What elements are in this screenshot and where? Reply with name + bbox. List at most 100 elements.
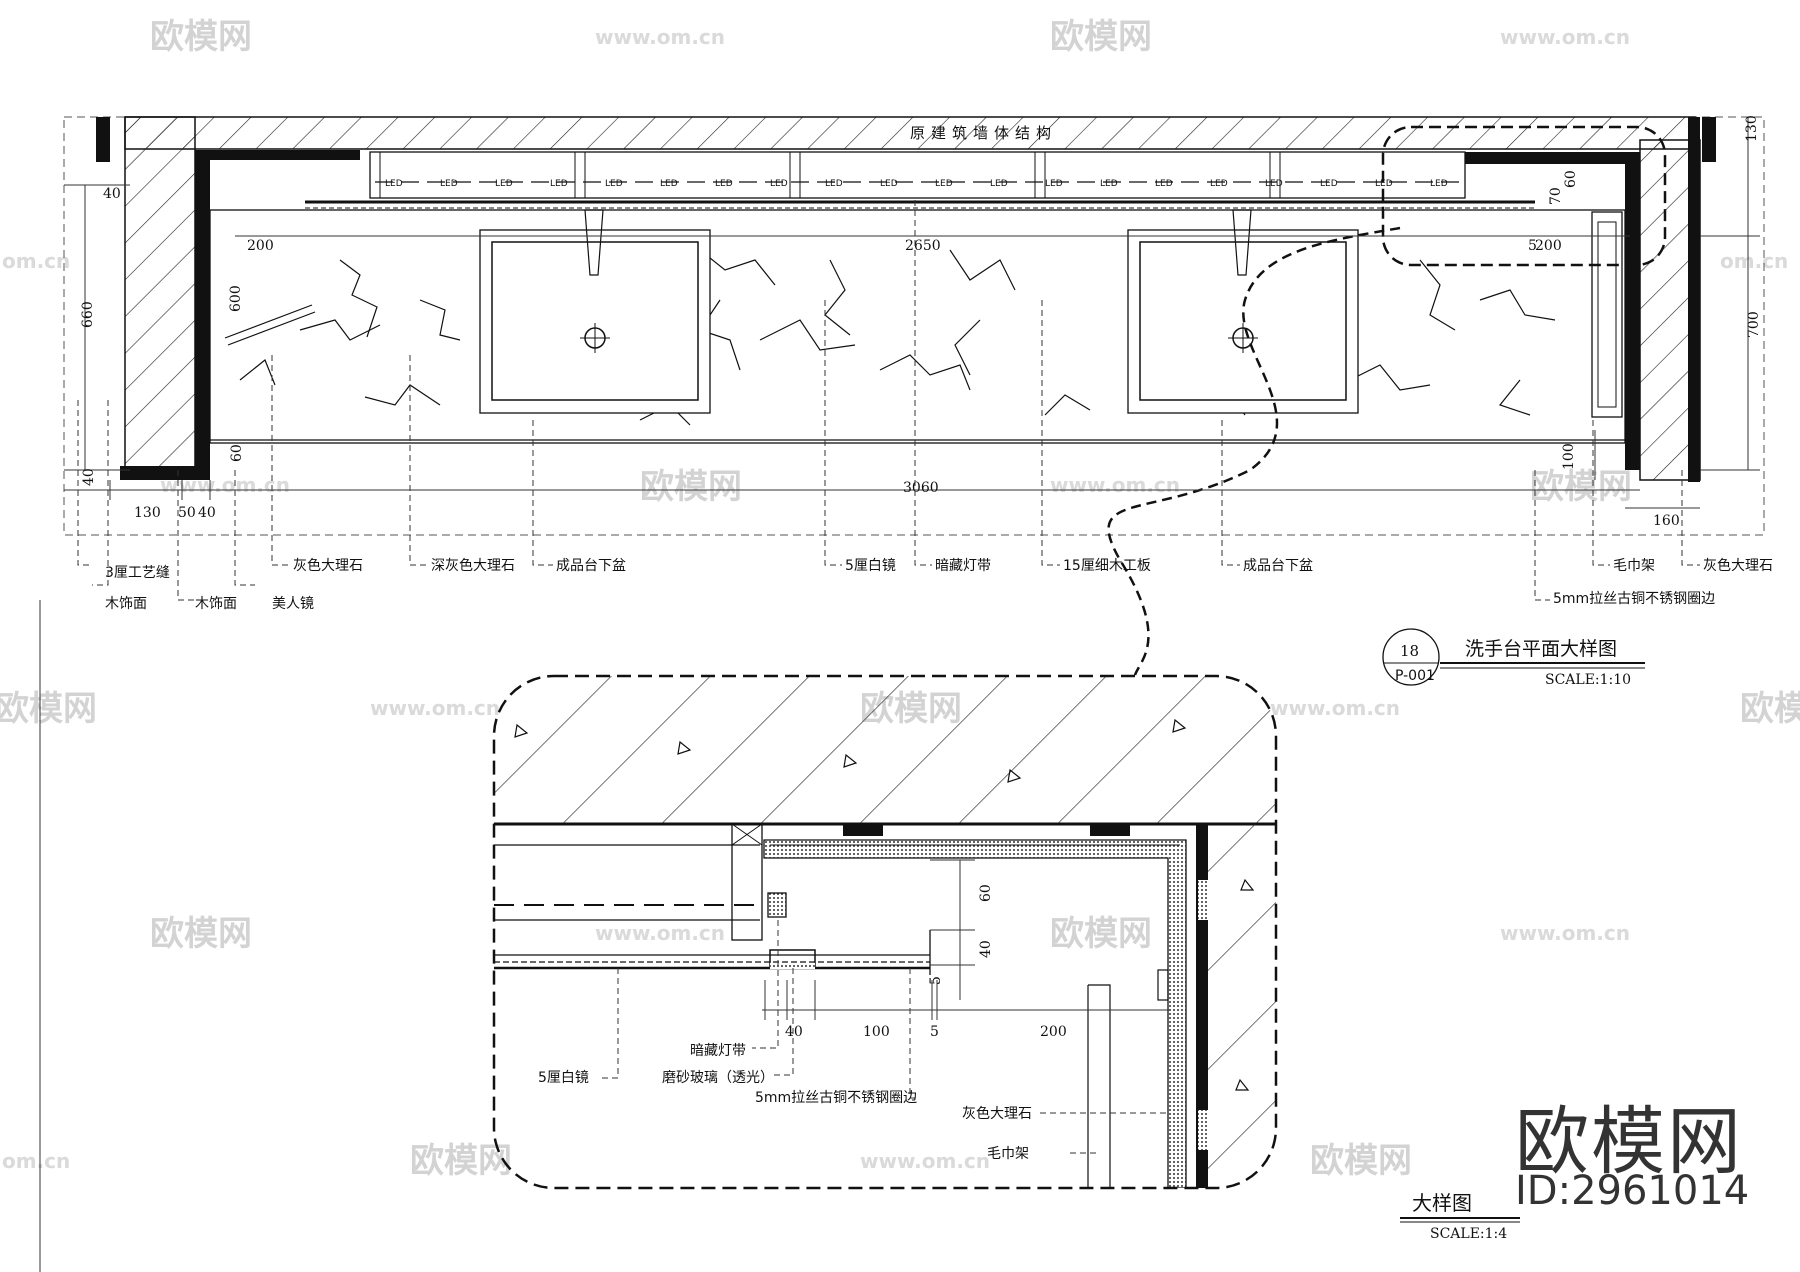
mirror-bracket (789, 151, 801, 199)
detail-label-mirror: 5厘白镜 (538, 1070, 589, 1086)
mirror-bracket (574, 151, 586, 199)
faucet-right (1232, 209, 1252, 276)
detail-dim: 200 (1040, 1024, 1067, 1040)
callout-wood-2: 木饰面 (195, 596, 237, 612)
watermark-url: www.om.cn (1500, 25, 1630, 49)
title-bubble (1382, 628, 1440, 686)
basin-left-outer (479, 229, 711, 414)
callout-3mm-seam: 3厘工艺缝 (105, 565, 170, 581)
detail-dimension-lines (762, 859, 1170, 1020)
led-label: LED (880, 179, 898, 189)
mirror-bracket (1269, 151, 1281, 199)
led-label: LED (1430, 179, 1448, 189)
existing-wall-top (124, 116, 1696, 150)
callout-label: 成品台下盆 (1243, 558, 1313, 574)
plan-leaders (77, 200, 1700, 601)
callout-label: 灰色大理石 (293, 557, 363, 574)
led-label: LED (1210, 179, 1228, 189)
led-label: LED (385, 179, 403, 189)
led-strip: LED LED LED LED LED LED LED LED LED LED LED LED LED L… (369, 151, 1460, 199)
watermark-logo: 欧模网 (1050, 914, 1152, 954)
left-wall-cap (96, 117, 110, 162)
structure-label: 原建筑墙体结构 (910, 124, 1057, 142)
mirror-bracket (1034, 151, 1046, 199)
detail-label-light: 暗藏灯带 (690, 1043, 746, 1059)
title-scale: SCALE:1:10 (1545, 672, 1631, 688)
wood-panel-bottom (120, 466, 210, 480)
watermark-logo: 欧模网 (150, 914, 252, 954)
led-label: LED (935, 179, 953, 189)
detail-label-glass: 磨砂玻璃（透光） (662, 1069, 774, 1086)
watermark-logo: 欧模网 (1310, 1141, 1412, 1181)
dim-text: 100 (1561, 443, 1577, 470)
detail-leaders (600, 920, 1168, 1154)
callout-label: 灰色大理石 (1703, 557, 1773, 574)
detail-existing-wall (494, 676, 1276, 824)
left-wall (124, 116, 196, 478)
detail-light-fixture (767, 892, 787, 918)
faucet-left (584, 209, 604, 276)
detail-dim: 5 (930, 1024, 939, 1040)
watermark-url: www.om.cn (595, 25, 725, 49)
watermark-logo: 欧模网 (150, 17, 252, 57)
detail-towel-bar (1157, 969, 1169, 1001)
dim-text: 160 (1653, 513, 1680, 529)
dim-text: 200 (247, 238, 274, 254)
detail-marble-panel (763, 839, 1187, 1188)
vanity-mirror (224, 304, 313, 339)
dim-text: 5 (1528, 238, 1537, 254)
dim-text: 70 (1548, 187, 1564, 205)
title-text: 洗手台平面大样图 (1465, 638, 1617, 660)
led-label: LED (1265, 179, 1283, 189)
marble-countertop (209, 209, 1626, 444)
basin-left-inner (491, 241, 699, 401)
dim-text: 40 (198, 505, 216, 521)
title-block: 18 P-001 洗手台平面大样图 SCALE:1:10 (1382, 628, 1645, 688)
right-wall-edge (1688, 117, 1700, 482)
dim-text: 600 (228, 285, 244, 312)
led-label: LED (440, 179, 458, 189)
detail-view: 60 40 5 40 100 5 200 暗藏灯带 磨砂玻璃（透光） 5厘白镜 … (492, 674, 1520, 1242)
mirror-cabinet (369, 151, 1466, 199)
dim-text: 130 (1744, 115, 1760, 142)
led-label: LED (1100, 179, 1118, 189)
title-sheet: P-001 (1395, 668, 1435, 684)
led-label: LED (770, 179, 788, 189)
mirror-bracket (369, 151, 381, 199)
dim-text: 50 (178, 505, 196, 521)
led-label: LED (825, 179, 843, 189)
detail-label-marble: 灰色大理石 (962, 1105, 1032, 1122)
detail-label-towel: 毛巾架 (987, 1146, 1029, 1162)
dim-text: 200 (1535, 238, 1562, 254)
led-label: LED (1045, 179, 1063, 189)
watermark-logo: 欧模网 (1530, 467, 1632, 507)
detail-frame (492, 674, 1278, 1190)
callout-wood-1: 木饰面 (105, 596, 147, 612)
led-label: LED (1320, 179, 1338, 189)
callout-label: 5厘白镜 (845, 558, 896, 574)
model-id: ID:2961014 (1515, 1168, 1750, 1214)
led-label: LED (550, 179, 568, 189)
led-label: LED (495, 179, 513, 189)
detail-callout-box (1381, 125, 1667, 267)
callout-label: 毛巾架 (1613, 558, 1655, 574)
dim-text: 3060 (903, 480, 939, 496)
watermark-logo: 欧模网 (1740, 689, 1800, 729)
callout-label: 暗藏灯带 (935, 558, 991, 574)
dim-text: 60 (1563, 170, 1579, 188)
led-label: LED (605, 179, 623, 189)
detail-dim: 60 (978, 884, 994, 902)
brand-logo-text: 欧模网 (1515, 1099, 1743, 1185)
detail-scale: SCALE:1:4 (1430, 1226, 1507, 1242)
callout-steel-edge: 5mm拉丝古铜不锈钢圈边 (1553, 591, 1715, 607)
dim-text: 40 (103, 186, 121, 202)
watermark-url: www.om.cn (1500, 921, 1630, 945)
led-label: LED (1375, 179, 1393, 189)
detail-side-wall (1206, 824, 1276, 1188)
watermark-url: www.om.cn (595, 921, 725, 945)
watermark-logo: 欧模网 (1050, 17, 1152, 57)
led-label: LED (1155, 179, 1173, 189)
detail-dim: 40 (978, 940, 994, 958)
watermark-url: om.cn (2, 1149, 70, 1173)
